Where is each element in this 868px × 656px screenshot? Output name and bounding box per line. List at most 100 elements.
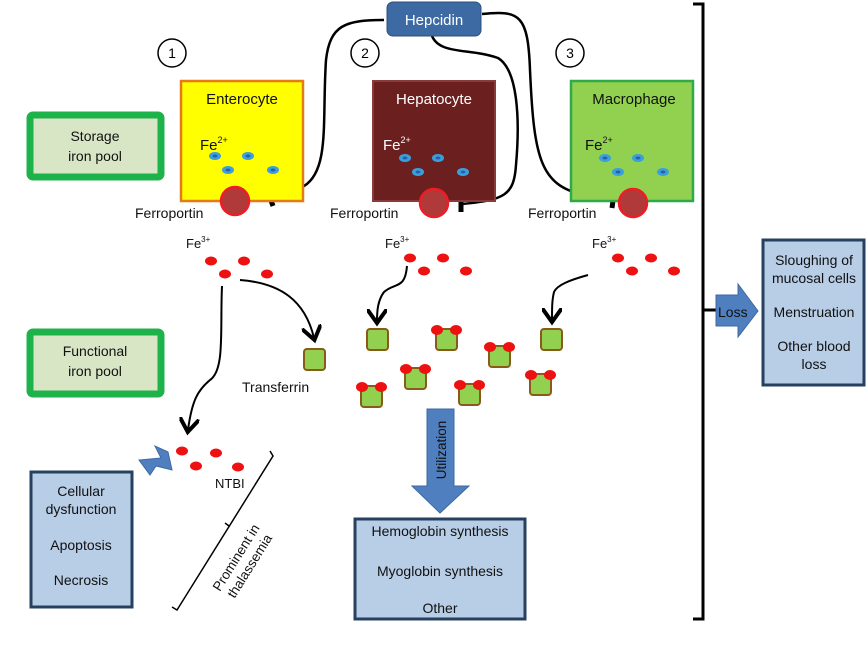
hepcidin-label: Hepcidin — [405, 12, 463, 29]
functional-pool-line1: Functional — [63, 343, 128, 359]
fe2-ions — [209, 152, 669, 176]
enterocyte-label: Enterocyte — [206, 91, 278, 108]
toxicity-line-4: Necrosis — [54, 572, 108, 588]
fe2-ion — [457, 168, 469, 176]
functional-pool-line2: iron pool — [68, 363, 122, 379]
hepcidin-line-enterocyte — [273, 18, 385, 200]
enterocyte-cell: Enterocyte Fe2+ — [179, 79, 305, 203]
transferrin-iron-loaded — [400, 364, 431, 390]
fe3-ion — [238, 256, 250, 266]
hepcidin-line-hepatocyte — [430, 35, 519, 206]
fe2-ion — [632, 154, 644, 162]
hepatocyte-label: Hepatocyte — [396, 91, 472, 108]
fe3-ion — [437, 253, 449, 263]
transferrin-iron-loaded — [525, 370, 556, 396]
transferrin-empty — [303, 348, 326, 371]
arrow-macrophage-to-transferrin — [552, 274, 589, 320]
ntbi-ions — [176, 446, 244, 472]
transferrin-label: Transferrin — [242, 379, 309, 395]
fe3-ion — [460, 266, 472, 276]
fe3-ion — [645, 253, 657, 263]
utilization-line-1: Hemoglobin synthesis — [372, 523, 509, 539]
loss-label: Loss — [718, 304, 748, 320]
macrophage-fe2-label: Fe2+ — [585, 135, 613, 154]
loss-outcome-box: Sloughing of mucosal cells Menstruation … — [761, 238, 866, 387]
step-number-2-label: 2 — [361, 45, 369, 61]
step-number-1: 1 — [157, 38, 187, 68]
utilization-outcome-box: Hemoglobin synthesis Myoglobin synthesis… — [353, 517, 527, 621]
toxicity-outcome-box: Cellular dysfunction Apoptosis Necrosis — [29, 470, 134, 609]
hepcidin-line-macrophage — [481, 11, 613, 202]
fe3-ion — [418, 266, 430, 276]
fe2-ion — [412, 168, 424, 176]
transferrin-iron-loaded — [484, 342, 515, 368]
transferrin-iron-loaded — [454, 380, 485, 406]
ntbi-ion — [232, 462, 244, 472]
macrophage-cell: Macrophage Fe2+ — [569, 79, 695, 203]
arrow-enterocyte-to-transferrin — [239, 279, 314, 338]
loss-line-1: Sloughing of — [775, 252, 853, 268]
ntbi-label: NTBI — [215, 476, 245, 491]
utilization-arrow: Utilization — [410, 408, 471, 514]
step-number-3-label: 3 — [566, 45, 574, 61]
loss-line-4: Other blood — [777, 338, 850, 354]
ntbi-ion — [190, 461, 202, 471]
transferrin-empty — [540, 328, 563, 351]
fe3-ion — [261, 269, 273, 279]
step-number-2: 2 — [350, 38, 380, 68]
loss-line-2: mucosal cells — [772, 270, 856, 286]
ferroportin-macrophage — [617, 187, 649, 219]
hepatocyte-cell: Hepatocyte Fe2+ — [372, 80, 496, 202]
fe2-ion — [209, 152, 221, 160]
loss-line-5: loss — [802, 356, 827, 372]
fe2-ion — [222, 166, 234, 174]
fe3-ions — [205, 253, 680, 279]
fe3-ion — [205, 256, 217, 266]
loss-arrow: Loss — [715, 282, 759, 339]
storage-pool-line2: iron pool — [68, 148, 122, 164]
toxicity-line-2: dysfunction — [46, 501, 117, 517]
fe3-ion — [219, 269, 231, 279]
loss-line-3: Menstruation — [774, 304, 855, 320]
fe3-label-3: Fe3+ — [592, 235, 617, 251]
hepcidin-box: Hepcidin — [386, 1, 482, 37]
transferrin-iron-loaded — [431, 325, 462, 351]
flow-arrows — [188, 265, 589, 430]
ferroportin-label-2: Ferroportin — [330, 205, 398, 221]
macrophage-label: Macrophage — [592, 91, 675, 108]
fe2-ion — [242, 152, 254, 160]
toxicity-line-3: Apoptosis — [50, 537, 111, 553]
arrow-hepatocyte-to-transferrin — [377, 265, 408, 321]
fe2-ion — [399, 154, 411, 162]
fe2-ion — [432, 154, 444, 162]
storage-pool-line1: Storage — [70, 128, 119, 144]
fe2-ion — [612, 168, 624, 176]
functional-iron-pool-box: Functional iron pool — [26, 328, 165, 398]
enterocyte-fe2-label: Fe2+ — [200, 135, 228, 154]
utilization-label: Utilization — [434, 421, 449, 480]
transferrin-empty — [366, 328, 389, 351]
fe2-ion — [599, 154, 611, 162]
fe3-label-1: Fe3+ — [186, 235, 211, 251]
utilization-line-3: Other — [422, 600, 457, 616]
step-number-3: 3 — [555, 38, 585, 68]
fe2-ion — [657, 168, 669, 176]
hepatocyte-fe2-label: Fe2+ — [383, 135, 411, 154]
fe3-ion — [668, 266, 680, 276]
thalassemia-bracket: Prominent in thalassemia — [171, 450, 275, 612]
fe3-ion — [404, 253, 416, 263]
fe3-ion — [626, 266, 638, 276]
ferroportin-hepatocyte — [418, 187, 450, 219]
ntbi-ion — [210, 448, 222, 458]
transferrin-molecules — [303, 325, 563, 408]
ferroportin-label-1: Ferroportin — [135, 205, 203, 221]
ferroportin-enterocyte — [219, 185, 251, 217]
large-bracket — [693, 2, 705, 621]
toxicity-line-1: Cellular — [57, 483, 105, 499]
fe3-label-2: Fe3+ — [385, 235, 410, 251]
arrow-enterocyte-to-ntbi — [188, 285, 223, 430]
fe2-ion — [267, 166, 279, 174]
transferrin-iron-loaded — [356, 382, 387, 408]
ntbi-ion — [176, 446, 188, 456]
